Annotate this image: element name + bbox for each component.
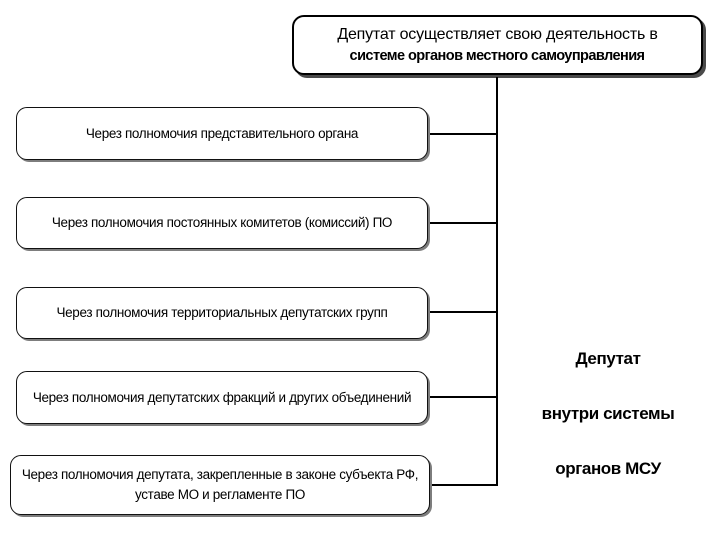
- title-line-2: системе органов местного самоуправления: [350, 47, 645, 64]
- side-note-line-1: Депутат: [575, 349, 641, 368]
- connector-branch-3: [430, 311, 497, 313]
- connector-branch-4: [430, 396, 497, 398]
- branch-box-label: Через полномочия депутата, закрепленные …: [21, 467, 419, 502]
- side-note-line-3: органов МСУ: [555, 459, 661, 479]
- branch-box-standing-committees: Через полномочия постоянных комитетов (к…: [16, 197, 428, 249]
- connector-branch-1: [430, 133, 497, 135]
- side-note: Депутат внутри системы органов МСУ: [518, 348, 698, 480]
- branch-box-label: Через полномочия депутатских фракций и д…: [32, 389, 412, 405]
- connector-trunk-vertical: [496, 77, 498, 486]
- connector-branch-2: [430, 222, 497, 224]
- title-box: Депутат осуществляет свою деятельность в…: [292, 15, 703, 75]
- branch-box-representative-organ: Через полномочия представительного орган…: [16, 107, 428, 160]
- side-note-line-2: внутри системы: [541, 404, 675, 424]
- branch-box-territorial-groups: Через полномочия территориальных депутат…: [16, 287, 428, 339]
- connector-branch-5: [431, 484, 497, 486]
- branch-box-factions-associations: Через полномочия депутатских фракций и д…: [16, 371, 428, 424]
- branch-box-label: Через полномочия территориальных депутат…: [56, 305, 388, 321]
- title-line-1: Депутат осуществляет свою деятельность в: [337, 26, 658, 43]
- branch-box-label: Через полномочия представительного орган…: [85, 125, 359, 141]
- branch-box-law-charter-regulations: Через полномочия депутата, закрепленные …: [10, 455, 430, 515]
- branch-box-label: Через полномочия постоянных комитетов (к…: [51, 215, 393, 231]
